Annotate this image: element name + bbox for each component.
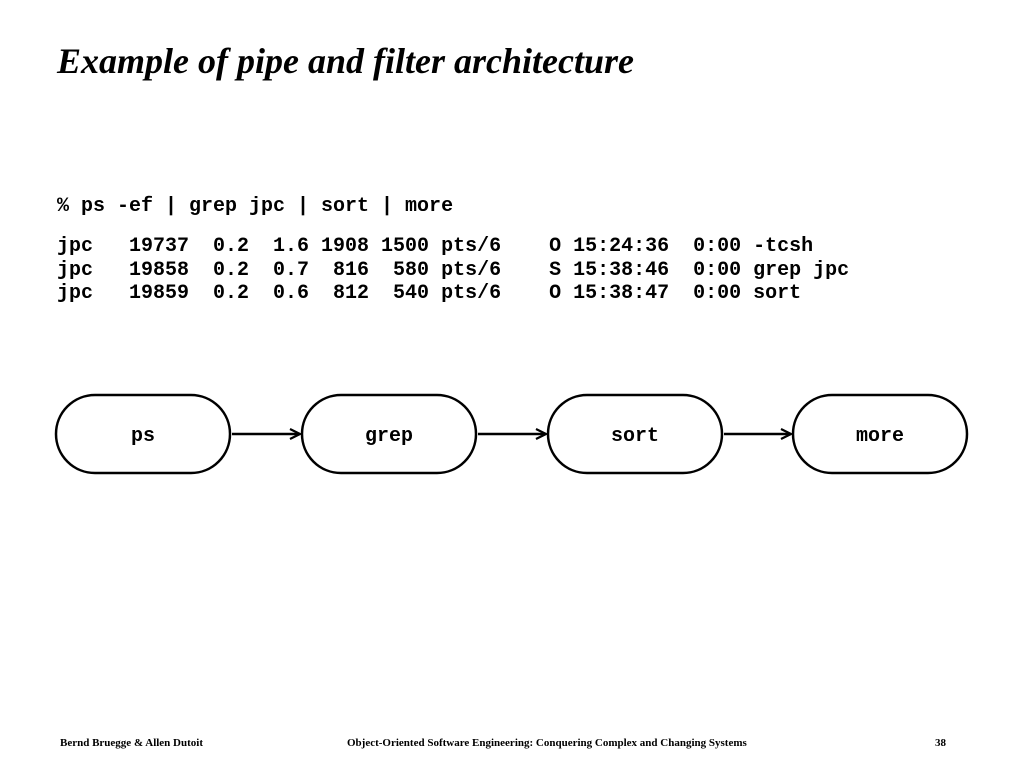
filter-node-more: more: [791, 393, 969, 475]
node-label: ps: [131, 425, 155, 448]
shell-command: % ps -ef | grep jpc | sort | more: [57, 195, 454, 218]
page-number: 38: [935, 737, 946, 749]
process-line: jpc 19858 0.2 0.7 816 580 pts/6 S 15:38:…: [57, 258, 850, 282]
footer-authors: Bernd Bruegge & Allen Dutoit: [60, 737, 203, 749]
filter-node-sort: sort: [546, 393, 724, 475]
filter-node-grep: grep: [300, 393, 478, 475]
filter-node-ps: ps: [54, 393, 232, 475]
pipeline-diagram: ps grep sort more: [54, 393, 969, 475]
process-line: jpc 19737 0.2 1.6 1908 1500 pts/6 O 15:2…: [57, 235, 814, 258]
node-label: sort: [611, 425, 659, 448]
slide-title: Example of pipe and filter architecture: [57, 41, 634, 81]
process-line: jpc 19859 0.2 0.6 812 540 pts/6 O 15:38:…: [57, 282, 802, 305]
node-label: grep: [365, 425, 413, 448]
footer-book-title: Object-Oriented Software Engineering: Co…: [347, 737, 747, 749]
process-output: jpc 19737 0.2 1.6 1908 1500 pts/6 O 15:2…: [57, 235, 849, 306]
node-label: more: [856, 425, 904, 448]
